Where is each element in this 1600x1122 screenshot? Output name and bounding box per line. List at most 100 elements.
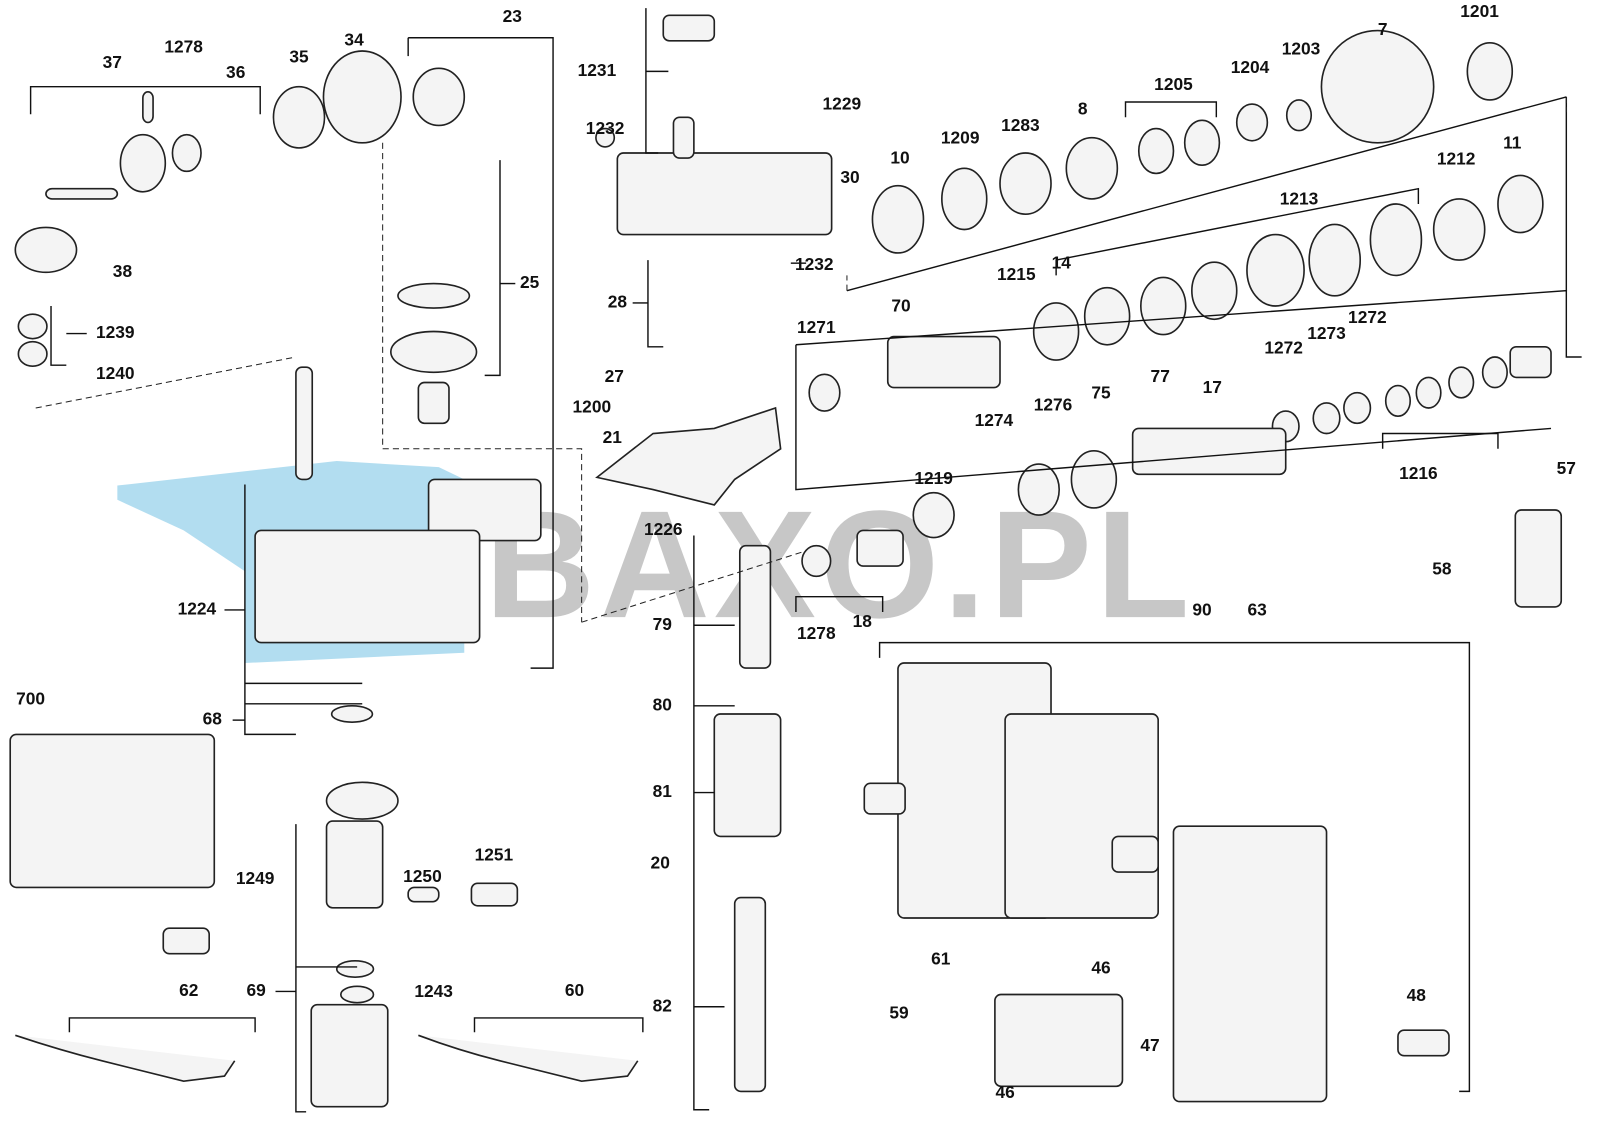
part-shape: [1432, 198, 1486, 261]
part-shape: [1285, 99, 1313, 132]
part-shape: [1312, 402, 1341, 435]
watermark-text: BAXO.PL: [485, 479, 1194, 650]
part-shape: [1111, 835, 1159, 873]
part-number-label: 81: [653, 781, 673, 801]
part-number-label: 59: [889, 1002, 908, 1022]
part-number-label: 36: [226, 62, 246, 82]
part-number-label: 1276: [1034, 395, 1073, 415]
power-cord-shape: [15, 1034, 236, 1083]
part-shape: [1191, 261, 1238, 321]
part-number-label: 1219: [914, 468, 953, 488]
part-number-label: 1243: [414, 981, 453, 1001]
part-shape: [17, 340, 48, 367]
part-shape: [1183, 119, 1221, 167]
part-number-label: 700: [16, 688, 45, 708]
part-number-label: 38: [113, 261, 133, 281]
part-number-label: 46: [995, 1082, 1015, 1102]
part-number-label: 1215: [997, 264, 1036, 284]
part-shape: [1415, 376, 1442, 409]
part-shape: [801, 544, 832, 578]
leader-line: [29, 85, 261, 115]
part-number-label: 1203: [1282, 39, 1321, 59]
part-shape: [45, 187, 119, 200]
part-shape: [1137, 127, 1175, 175]
part-shape: [322, 50, 402, 144]
part-shape: [1140, 276, 1187, 336]
assembly-axis-line: [581, 550, 807, 623]
part-shape: [254, 529, 481, 644]
leader-line: [693, 535, 710, 1111]
part-number-label: 1200: [573, 397, 612, 417]
part-number-label: 1229: [823, 94, 862, 114]
part-number-label: 1224: [178, 599, 217, 619]
part-shape: [335, 960, 375, 978]
leader-line: [244, 484, 296, 736]
part-number-label: 79: [653, 614, 672, 634]
part-shape: [340, 985, 375, 1004]
part-shape: [1070, 450, 1118, 509]
part-number-label: 34: [344, 29, 364, 49]
part-number-label: 63: [1248, 600, 1268, 620]
part-shape: [1083, 286, 1131, 346]
part-shape: [662, 14, 716, 42]
part-number-label: 1271: [797, 317, 836, 337]
part-shape: [397, 282, 471, 309]
part-shape: [1448, 366, 1475, 399]
part-number-label: 58: [1432, 559, 1452, 579]
part-shape: [1172, 825, 1328, 1103]
part-number-label: 57: [1557, 458, 1576, 478]
part-number-label: 62: [179, 980, 198, 1000]
part-shape: [427, 478, 542, 542]
part-shape: [1369, 203, 1423, 277]
part-number-label: 23: [503, 6, 523, 26]
part-number-label: 1251: [475, 844, 514, 864]
part-number-label: 68: [203, 709, 223, 729]
part-shape: [1497, 174, 1544, 234]
part-shape: [1004, 713, 1159, 919]
part-shape: [1235, 103, 1269, 142]
leader-line: [795, 344, 1552, 491]
part-shape: [142, 90, 154, 124]
part-shape: [162, 927, 210, 955]
part-shape: [9, 733, 216, 889]
part-number-label: 1205: [1154, 74, 1193, 94]
part-number-label: 1272: [1348, 307, 1387, 327]
leader-line: [1381, 432, 1499, 449]
part-shape: [999, 152, 1052, 216]
part-number-label: 1209: [941, 127, 980, 147]
part-shape: [390, 330, 478, 374]
part-shape: [1320, 29, 1435, 144]
part-shape: [1514, 509, 1563, 608]
part-number-label: 46: [1091, 958, 1111, 978]
part-shape: [1397, 1029, 1450, 1057]
part-number-label: 1231: [578, 60, 617, 80]
part-number-label: 90: [1192, 600, 1211, 620]
part-shape: [912, 491, 955, 539]
leader-line: [795, 289, 1582, 358]
part-number-label: 1212: [1437, 149, 1476, 169]
part-number-label: 14: [1052, 253, 1072, 273]
part-shape: [407, 886, 440, 903]
leader-line: [647, 260, 664, 348]
part-shape: [325, 820, 384, 909]
part-shape: [17, 313, 48, 340]
part-number-label: 80: [653, 694, 672, 714]
part-shape: [941, 167, 988, 231]
part-shape: [1246, 233, 1305, 307]
part-number-label: 1274: [975, 410, 1014, 430]
part-shape: [595, 127, 616, 148]
part-shape: [1466, 42, 1514, 101]
part-number-label: 1232: [795, 254, 834, 274]
assembly-axis-line: [35, 356, 297, 409]
part-number-label: 1278: [164, 37, 203, 57]
leader-line: [795, 595, 884, 612]
part-shape: [295, 366, 314, 481]
part-number-label: 30: [840, 167, 859, 187]
part-number-label: 1232: [586, 118, 625, 138]
part-number-label: 61: [931, 948, 951, 968]
part-number-label: 1216: [1399, 463, 1438, 483]
leader-line: [645, 8, 659, 154]
part-shape: [14, 226, 78, 274]
part-number-label: 1239: [96, 322, 135, 342]
leader-line: [846, 96, 1567, 292]
